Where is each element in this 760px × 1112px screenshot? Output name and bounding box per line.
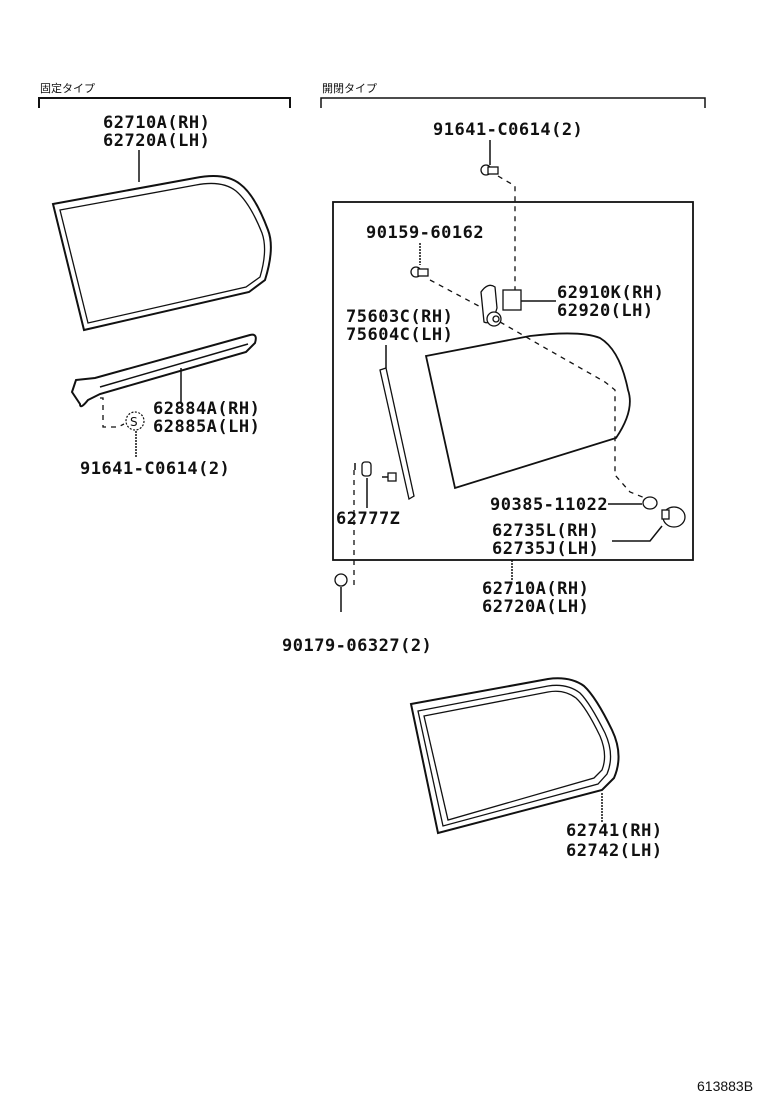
diagram-code: 613883B bbox=[697, 1078, 753, 1094]
svg-text:S: S bbox=[130, 415, 138, 429]
quarter-window-molding[interactable] bbox=[70, 333, 257, 408]
header-opening-type: 開閉タイプ bbox=[322, 82, 377, 95]
label-hinge-rh[interactable]: 62910K(RH) bbox=[557, 283, 664, 303]
label-weatherstrip-rh[interactable]: 75603C(RH) bbox=[346, 307, 453, 327]
label-molding-lh[interactable]: 62885A(LH) bbox=[153, 417, 260, 437]
label-glass-rh[interactable]: 62710A(RH) bbox=[482, 579, 589, 599]
label-seal-rh[interactable]: 62741(RH) bbox=[566, 821, 663, 841]
bracket-fixed-type bbox=[38, 97, 291, 108]
label-cushion-90385[interactable]: 90385-11022 bbox=[490, 495, 608, 515]
hinge[interactable] bbox=[480, 284, 522, 327]
label-molding-rh[interactable]: 62884A(RH) bbox=[153, 399, 260, 419]
screw-s-icon[interactable]: S bbox=[125, 411, 145, 431]
opening-assembly-box bbox=[332, 201, 694, 561]
label-stopper-rh[interactable]: 62735L(RH) bbox=[492, 521, 599, 541]
header-fixed-type: 固定タイプ bbox=[40, 81, 95, 95]
label-fixed-screw[interactable]: 91641-C0614(2) bbox=[80, 459, 230, 479]
clip-62777-icon[interactable] bbox=[354, 461, 372, 477]
stopper-icon[interactable] bbox=[661, 506, 686, 528]
screw-90179-icon[interactable] bbox=[334, 573, 348, 587]
label-screw-90179[interactable]: 90179-06327(2) bbox=[282, 636, 432, 656]
label-glass-lh[interactable]: 62720A(LH) bbox=[482, 597, 589, 617]
window-seal[interactable] bbox=[409, 677, 620, 835]
cushion-icon[interactable] bbox=[642, 496, 658, 510]
label-weatherstrip-lh[interactable]: 75604C(LH) bbox=[346, 325, 453, 345]
opening-quarter-glass[interactable] bbox=[424, 332, 631, 490]
label-stopper-lh[interactable]: 62735J(LH) bbox=[492, 539, 599, 559]
label-hinge-lh[interactable]: 62920(LH) bbox=[557, 301, 654, 321]
label-top-screw[interactable]: 91641-C0614(2) bbox=[433, 120, 583, 140]
label-screw-90159[interactable]: 90159-60162 bbox=[366, 223, 484, 243]
fixed-quarter-glass[interactable] bbox=[51, 175, 272, 332]
screw-90159-icon[interactable] bbox=[410, 266, 429, 278]
small-fastener-icon[interactable] bbox=[382, 472, 397, 482]
label-fixed-glass-lh[interactable]: 62720A(LH) bbox=[103, 131, 210, 151]
weatherstrip[interactable] bbox=[379, 367, 415, 501]
label-seal-lh[interactable]: 62742(LH) bbox=[566, 841, 663, 861]
bracket-opening-type bbox=[320, 97, 706, 108]
top-screw-icon[interactable] bbox=[480, 164, 499, 176]
label-fixed-glass-rh[interactable]: 62710A(RH) bbox=[103, 113, 210, 133]
label-clip-62777[interactable]: 62777Z bbox=[336, 509, 400, 529]
